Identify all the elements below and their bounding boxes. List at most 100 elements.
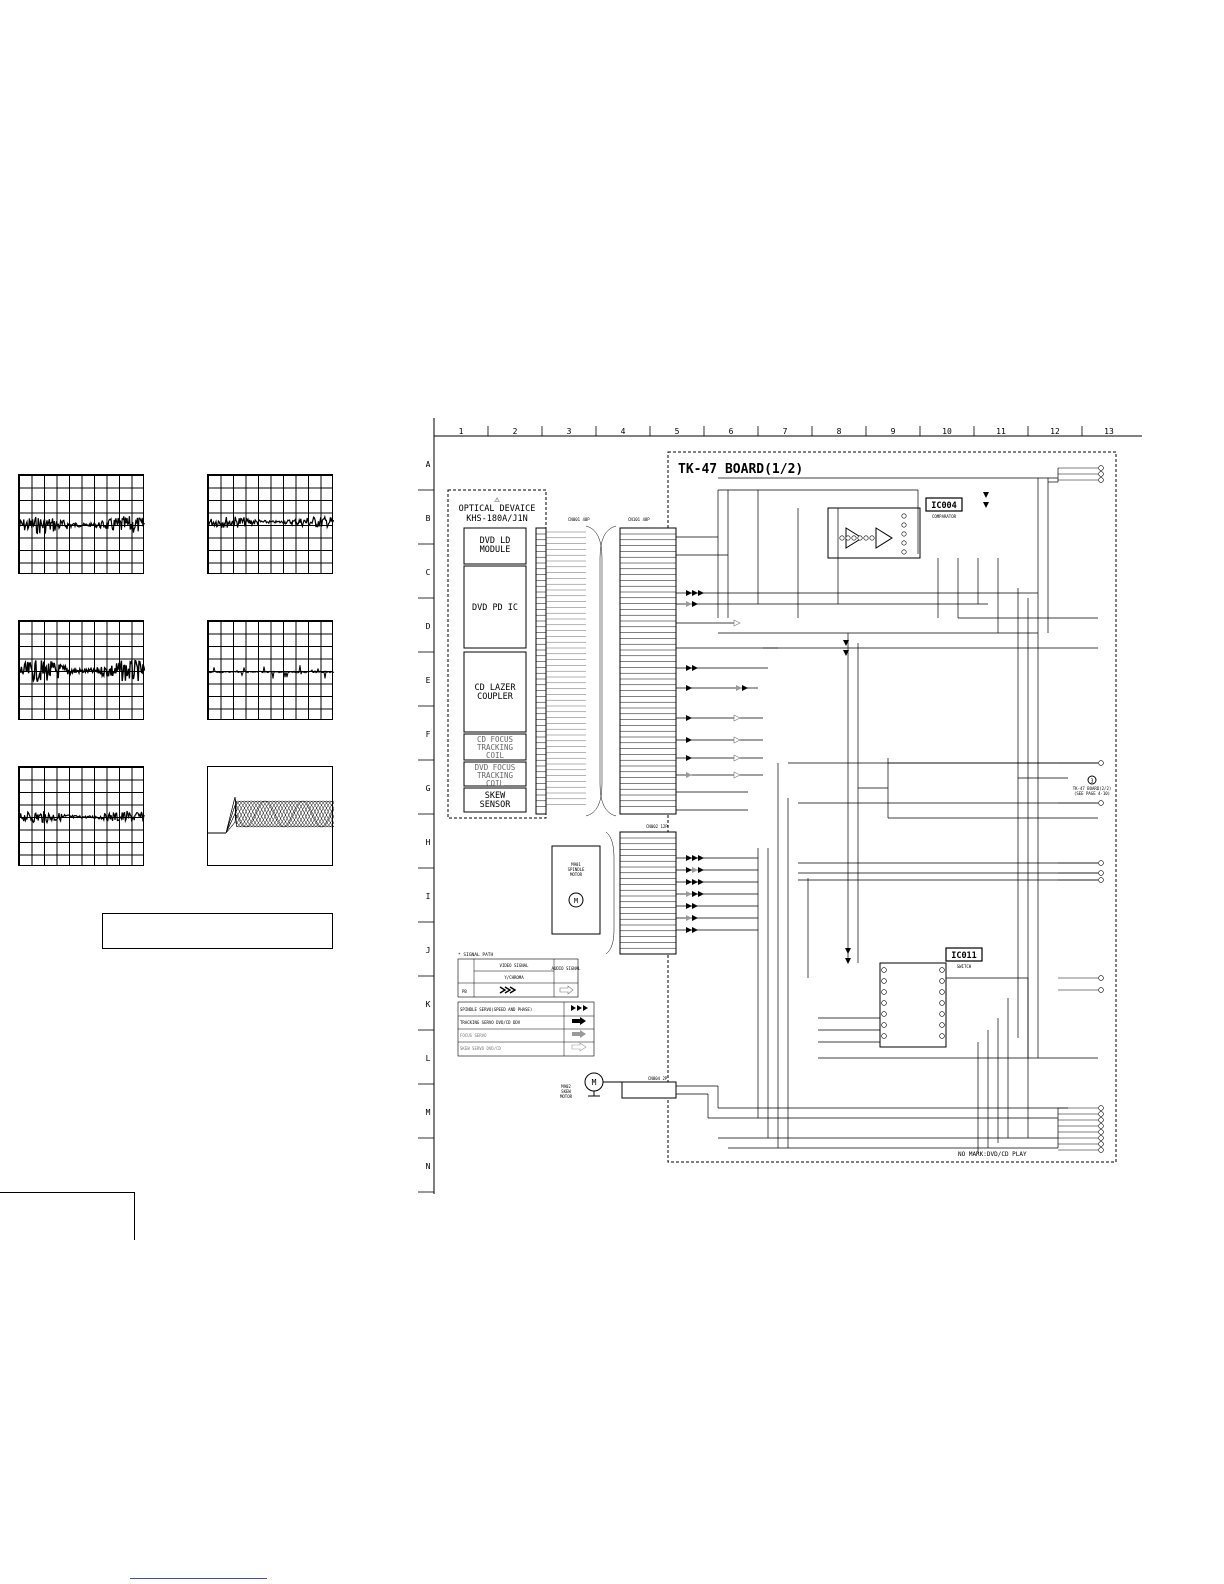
ic011-pin bbox=[881, 1011, 887, 1017]
block-label: SKEW bbox=[485, 791, 506, 801]
spindle-motor-box bbox=[551, 845, 601, 935]
tracking-servo-icon bbox=[572, 1017, 586, 1025]
page-margin-line-vertical bbox=[134, 1192, 135, 1240]
signal-arrow bbox=[845, 958, 851, 964]
skew-motor-m: M bbox=[592, 1078, 597, 1087]
signal-arrow bbox=[692, 601, 698, 607]
cn002-connector bbox=[619, 831, 677, 955]
waveform-panel-6 bbox=[207, 766, 334, 866]
ic011-pin bbox=[939, 978, 945, 984]
signal-arrow bbox=[686, 755, 692, 761]
signal-arrow bbox=[742, 685, 748, 691]
terminal bbox=[1098, 760, 1104, 766]
skew-motor-label: MOTOR bbox=[560, 1094, 573, 1099]
servo-legend-tracking: TRACKING SERVO DVD/CD DDV bbox=[460, 1020, 521, 1025]
spindle-servo-icon bbox=[571, 1005, 588, 1011]
optical-device-title: OPTICAL DEVAICE bbox=[459, 504, 536, 514]
row-label: B bbox=[426, 514, 431, 523]
ic011-pin bbox=[881, 989, 887, 995]
ic004-pin bbox=[901, 549, 907, 555]
terminal bbox=[1098, 1147, 1104, 1153]
warning-icon: ⚠ bbox=[494, 495, 500, 505]
terminal bbox=[1098, 465, 1104, 471]
connector-label-cn101: CN101 48P bbox=[628, 517, 650, 522]
signal-arrow bbox=[686, 879, 692, 885]
signal-arrow bbox=[686, 737, 692, 743]
eye-trace bbox=[208, 800, 334, 834]
footer-link-underline bbox=[130, 1578, 267, 1579]
waveform-trace-2 bbox=[208, 514, 334, 530]
column-label: 9 bbox=[891, 427, 896, 436]
signal-arrow bbox=[843, 640, 849, 646]
waveform-panel-1 bbox=[18, 474, 145, 574]
ic004-pin bbox=[863, 535, 869, 541]
row-label: F bbox=[426, 730, 431, 739]
terminal bbox=[1098, 1123, 1104, 1129]
cn101-connector bbox=[619, 527, 677, 815]
off-page-ref-line1: TK-47 BOARD(2/2) bbox=[1073, 786, 1112, 791]
column-label: 1 bbox=[459, 427, 464, 436]
ic011-pin bbox=[939, 1033, 945, 1039]
terminal bbox=[1098, 1129, 1104, 1135]
terminal bbox=[1098, 1141, 1104, 1147]
signal-arrow bbox=[698, 855, 704, 861]
signal-arrow bbox=[733, 736, 741, 744]
right-terminals bbox=[1058, 465, 1104, 1153]
cn004-connector bbox=[621, 1081, 677, 1099]
column-label: 4 bbox=[621, 427, 626, 436]
signal-arrow bbox=[686, 665, 692, 671]
column-label: 8 bbox=[837, 427, 842, 436]
ic011-pin bbox=[939, 1022, 945, 1028]
signal-arrow bbox=[686, 927, 692, 933]
focus-servo-icon bbox=[572, 1030, 586, 1038]
ic011-pin bbox=[881, 967, 887, 973]
ic011-pin bbox=[881, 1022, 887, 1028]
ic011-body bbox=[879, 962, 947, 1048]
column-label: 3 bbox=[567, 427, 572, 436]
connector-label-cn001: CN001 48P bbox=[568, 517, 590, 522]
note-box bbox=[102, 913, 333, 949]
skew-motor-label: M902 bbox=[561, 1084, 571, 1089]
block-label: CD LAZER bbox=[475, 683, 517, 693]
row-label: M bbox=[426, 1108, 431, 1117]
signal-arrow bbox=[733, 619, 741, 627]
signal-arrow bbox=[736, 685, 742, 691]
skew-motor-leads bbox=[588, 1081, 622, 1097]
signal-arrow bbox=[686, 772, 692, 778]
block-label: MODULE bbox=[480, 545, 511, 555]
column-label: 11 bbox=[996, 427, 1006, 436]
signal-arrow bbox=[692, 665, 698, 671]
ic004-pin bbox=[851, 535, 857, 541]
row-label: C bbox=[426, 568, 431, 577]
ic004-pin bbox=[857, 535, 863, 541]
servo-legend-skew: SKEW SERVO DVD/CD bbox=[460, 1046, 502, 1051]
spindle-motor-m: M bbox=[574, 897, 578, 905]
spindle-motor-label: M901 bbox=[571, 862, 581, 867]
column-label: 6 bbox=[729, 427, 734, 436]
signal-arrow bbox=[686, 715, 692, 721]
audio-arrow-icon bbox=[559, 985, 574, 995]
row-label: G bbox=[426, 784, 431, 793]
signal-arrow bbox=[686, 867, 692, 873]
terminal bbox=[1098, 987, 1104, 993]
ic004-pin bbox=[901, 531, 907, 537]
row-label: I bbox=[426, 892, 431, 901]
block-label: TRACKING bbox=[477, 771, 514, 780]
block-skew-sensor bbox=[463, 787, 527, 813]
ic004-pin bbox=[869, 535, 875, 541]
connector-label-cn002: CN002 12P bbox=[646, 824, 668, 829]
waveform-trace-3 bbox=[19, 659, 145, 684]
signal-arrow bbox=[686, 601, 692, 607]
terminal bbox=[1098, 877, 1104, 883]
block-label: TRACKING bbox=[477, 743, 514, 752]
signal-arrow bbox=[692, 891, 698, 897]
connector-bracket-3 bbox=[605, 831, 615, 955]
legend-pb: PB bbox=[462, 989, 467, 994]
block-label: SENSOR bbox=[480, 800, 512, 810]
signal-arrow bbox=[692, 903, 698, 909]
terminal bbox=[1098, 1135, 1104, 1141]
skew-motor-label: SKEW bbox=[561, 1089, 571, 1094]
